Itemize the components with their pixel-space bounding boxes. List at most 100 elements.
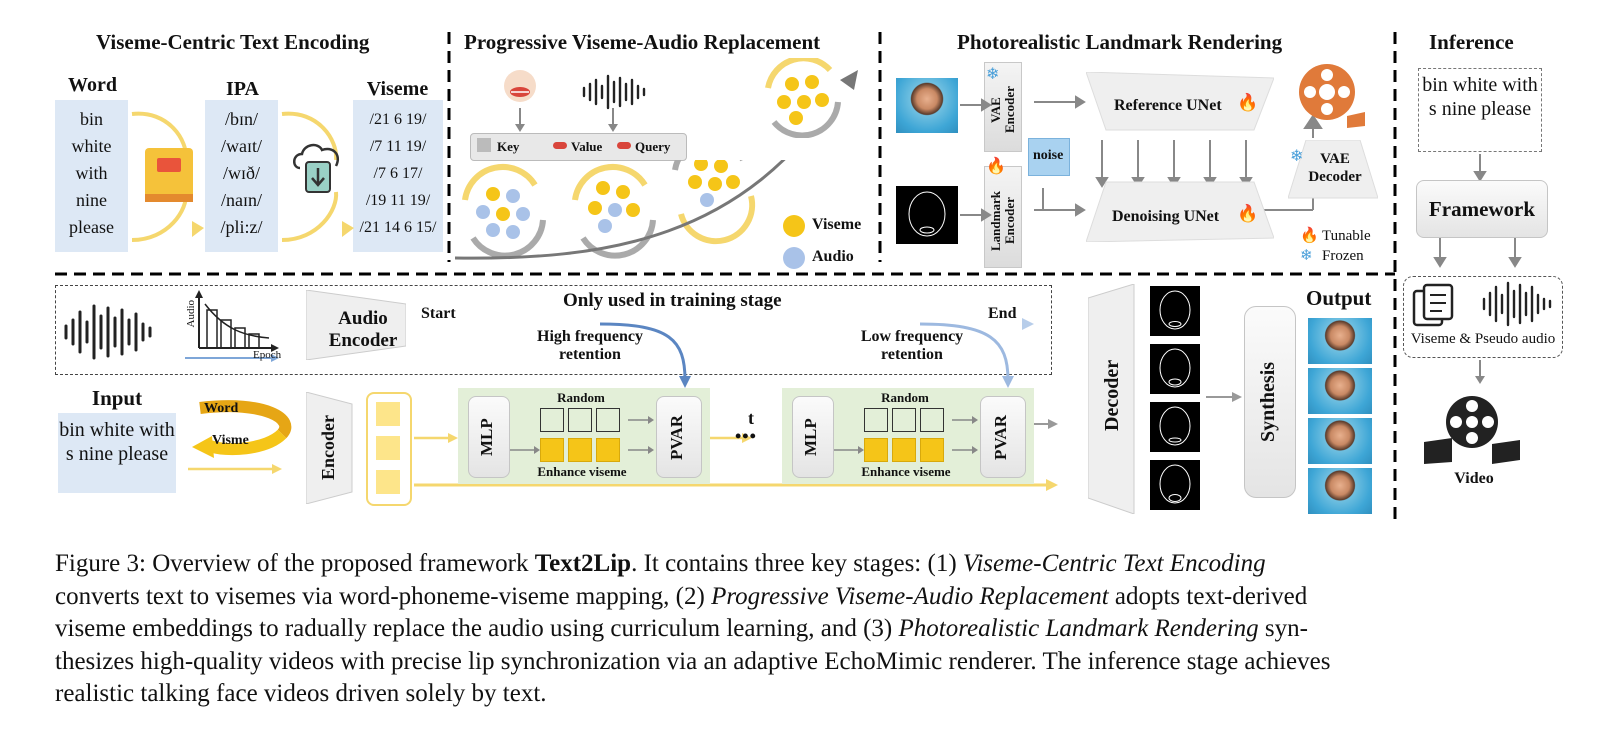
caption-text: syn- xyxy=(1258,615,1308,642)
viseme-item: /7 11 19/ xyxy=(369,138,427,155)
output-frame xyxy=(1308,468,1372,514)
reference-face-image xyxy=(896,78,958,133)
step-dots: ••• xyxy=(735,426,757,446)
word-header: Word xyxy=(68,74,117,96)
video-reel-icon xyxy=(1424,396,1520,464)
legend-tunable-icon: 🔥 xyxy=(1300,228,1319,244)
ipa-item: /wɪð/ xyxy=(222,163,260,183)
caption-text: . It contains three key stages: (1) xyxy=(631,550,963,577)
audio-axis-label: Audio xyxy=(185,300,197,331)
encoder-shape xyxy=(306,392,353,504)
landmark-encoder-block: Landmark Encoder xyxy=(984,166,1022,268)
section-title-inference: Inference xyxy=(1429,30,1514,54)
film-reel-icon xyxy=(1299,64,1365,128)
random-1-boxes xyxy=(540,408,620,437)
figure: Viseme-Centric Text Encoding Progressive… xyxy=(55,30,1563,520)
caption-italic: Progressive Viseme-Audio Replacement xyxy=(711,582,1109,610)
viseme-item: /21 6 19/ xyxy=(369,111,427,128)
inference-framework-block: Framework xyxy=(1416,180,1548,238)
document-icon xyxy=(1412,283,1454,327)
training-label: Only used in training stage xyxy=(563,290,782,311)
caption-line-3: viseme embeddings to radually replace th… xyxy=(55,613,1560,646)
caption-line-4: thesizes high-quality videos with precis… xyxy=(55,647,1331,675)
embedding-stack xyxy=(366,392,412,506)
landmark-image xyxy=(896,186,958,244)
encoder-label: Encoder xyxy=(318,415,338,481)
step-t-label: t xyxy=(748,408,754,428)
unet-shapes xyxy=(1086,72,1274,242)
key-label: Key xyxy=(497,139,520,154)
visme-tag: Visme xyxy=(212,433,249,448)
landmark-frame xyxy=(1150,286,1200,336)
video-label: Video xyxy=(1454,470,1494,487)
pseudo-audio-wave-icon xyxy=(1482,281,1552,327)
audio-wave-icon xyxy=(582,74,646,110)
output-frame xyxy=(1308,318,1372,364)
inference-video-arrow xyxy=(1475,360,1485,384)
word-item: nine xyxy=(76,190,107,210)
section-title-rendering: Photorealistic Landmark Rendering xyxy=(957,30,1283,54)
mlp-1-label: MLP xyxy=(477,418,496,456)
random-1-label: Random xyxy=(557,390,605,405)
ipa-item: /pli:z/ xyxy=(220,217,263,237)
inference-output-box: Viseme & Pseudo audio xyxy=(1403,276,1563,358)
word-tag: Word xyxy=(204,401,239,416)
lips-icon xyxy=(504,70,536,102)
decoder-label: Decoder xyxy=(1101,359,1123,431)
landmark-frame xyxy=(1150,460,1200,510)
cluster-4 xyxy=(765,58,841,138)
legend-frozen-icon: ❄ xyxy=(1300,248,1313,264)
enhance-2-boxes xyxy=(864,438,944,467)
figure-caption: Figure 3: Overview of the proposed frame… xyxy=(55,548,1560,711)
random-2-label: Random xyxy=(881,390,929,405)
pvar-block-1: MLP Random Enhance viseme PVAR xyxy=(458,388,710,484)
caption-bold: Text2Lip xyxy=(534,550,632,577)
output-frame xyxy=(1308,368,1372,414)
viseme-header: Viseme xyxy=(366,78,429,100)
caption-line-1: Figure 3: Overview of the proposed frame… xyxy=(55,548,1560,581)
value-label: Value xyxy=(571,139,603,154)
cluster-2 xyxy=(572,163,656,259)
caption-text: viseme embeddings to radually replace th… xyxy=(55,615,899,642)
query-lips-icon xyxy=(617,142,631,149)
enhance-2-label: Enhance viseme xyxy=(861,464,951,479)
end-label: End xyxy=(988,305,1017,322)
kvq-arrows xyxy=(515,108,618,132)
viseme-item: /21 14 6 15/ xyxy=(359,219,437,236)
synthesis-arrow xyxy=(1206,392,1242,402)
figure-dividers xyxy=(55,32,1397,520)
low-freq-label: Low frequency retention xyxy=(860,328,964,363)
ipa-item: /naɪn/ xyxy=(221,190,262,210)
cloud-download-icon xyxy=(293,143,339,193)
training-arrows xyxy=(406,318,1034,388)
frozen-snowflake-icon: ❄ xyxy=(986,66,1000,83)
vae-decoder-label: VAE Decoder xyxy=(1308,151,1362,185)
caption-line-2: converts text to visemes via word-phonem… xyxy=(55,581,1560,614)
noise-label: noise xyxy=(1033,148,1064,163)
cluster-1 xyxy=(462,163,546,259)
word-item: white xyxy=(71,136,112,156)
caption-text: adopts text-derived xyxy=(1108,582,1308,610)
key-icon xyxy=(477,138,491,152)
enhance-1-boxes xyxy=(540,438,620,467)
audio-axis-text: Audio xyxy=(185,300,197,328)
pvar-2: PVAR xyxy=(980,396,1026,478)
section-title-encoding: Viseme-Centric Text Encoding xyxy=(96,30,370,54)
tunable-flame-icon: 🔥 xyxy=(986,158,1006,175)
viseme-item: /19 11 19/ xyxy=(365,192,431,209)
start-label: Start xyxy=(421,305,456,322)
decoder-shape xyxy=(1088,284,1135,514)
reference-unet-flame-icon: 🔥 xyxy=(1237,93,1259,112)
pipeline-arrows xyxy=(414,419,1058,491)
caption-text: Figure 3: Overview of the proposed frame… xyxy=(55,550,535,577)
mlp-2-label: MLP xyxy=(801,418,820,456)
legend-frozen-label: Frozen xyxy=(1322,248,1364,264)
denoising-unet-label: Denoising UNet xyxy=(1112,208,1220,225)
enhance-1-label: Enhance viseme xyxy=(537,464,627,479)
reference-unet-label: Reference UNet xyxy=(1114,97,1222,114)
vae-decoder-shape xyxy=(1288,140,1378,199)
value-lips-icon xyxy=(553,142,567,149)
noise-block xyxy=(1028,138,1070,176)
word-list: bin white with nine please xyxy=(55,100,128,252)
viseme-list: /21 6 19/ /7 11 19/ /7 6 17/ /19 11 19/ … xyxy=(353,100,443,252)
